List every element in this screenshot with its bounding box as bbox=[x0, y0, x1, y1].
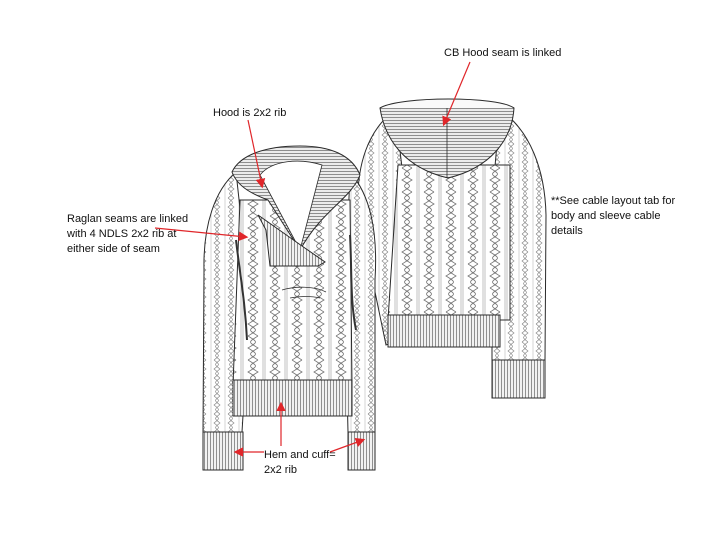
annotation-raglan: Raglan seams are linked with 4 NDLS 2x2 … bbox=[67, 213, 189, 255]
back-view bbox=[357, 98, 547, 399]
front-hem-rib bbox=[232, 379, 353, 417]
arrow-hood-rib bbox=[247, 119, 266, 189]
annotation-cable-note: **See cable layout tab for body and slee… bbox=[551, 195, 676, 237]
annotation-cb-hood: CB Hood seam is linked bbox=[444, 47, 562, 59]
front-right-cuff bbox=[347, 431, 376, 471]
annotation-hood-rib: Hood is 2x2 rib bbox=[213, 107, 287, 119]
front-view bbox=[202, 145, 377, 471]
back-right-cuff bbox=[491, 359, 546, 399]
back-hem-rib bbox=[387, 314, 501, 348]
front-left-cuff bbox=[202, 431, 244, 471]
arrow-raglan bbox=[154, 227, 249, 242]
arrow-right-cuff bbox=[329, 437, 366, 453]
front-collar bbox=[257, 214, 326, 267]
annotation-hem-cuff: Hem and cuff= 2x2 rib bbox=[264, 449, 336, 476]
annotation-arrows bbox=[154, 61, 471, 457]
arrow-cb-hood bbox=[442, 61, 471, 127]
back-body bbox=[387, 164, 511, 321]
